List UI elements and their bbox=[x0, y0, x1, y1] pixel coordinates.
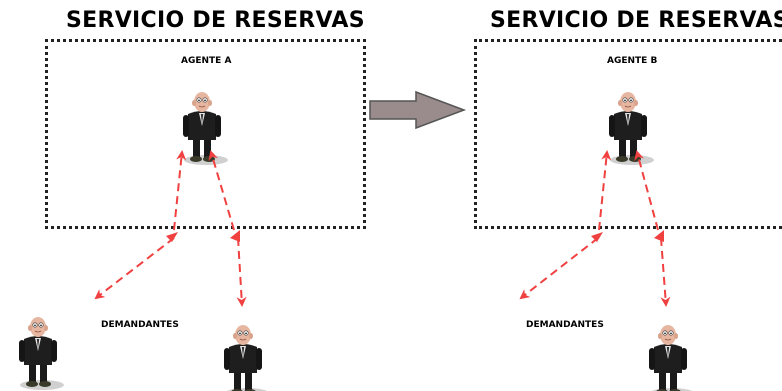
left-arrow-up-from-requester-1 bbox=[173, 150, 187, 231]
left-agent-label: AGENTE A bbox=[181, 56, 232, 66]
right-arrow-up-from-requesters bbox=[598, 150, 612, 231]
right-arrow-up-from-requester bbox=[634, 150, 659, 231]
left-requesters-label: DEMANDANTES bbox=[101, 320, 179, 330]
left-requester-figure-2 bbox=[223, 324, 270, 391]
right-agent-label: AGENTE B bbox=[607, 56, 658, 66]
left-panel-title: SERVICIO DE RESERVAS bbox=[66, 8, 365, 33]
right-requesters-label: DEMANDANTES bbox=[526, 320, 604, 330]
transition-arrow bbox=[369, 90, 467, 130]
left-requester-figure-1 bbox=[18, 316, 65, 391]
left-service-box bbox=[45, 39, 366, 229]
left-arrow-to-requester-2 bbox=[236, 237, 247, 307]
right-arrow-to-requesters bbox=[519, 237, 599, 300]
right-arrow-to-requester bbox=[660, 237, 671, 307]
right-agent-figure bbox=[608, 91, 655, 166]
left-arrow-to-requester-1 bbox=[94, 237, 175, 300]
right-panel-title: SERVICIO DE RESERVAS bbox=[490, 8, 782, 33]
right-requester-figure bbox=[648, 324, 695, 391]
left-arrow-up-from-requester-2 bbox=[208, 150, 235, 231]
left-agent-figure bbox=[182, 91, 229, 166]
